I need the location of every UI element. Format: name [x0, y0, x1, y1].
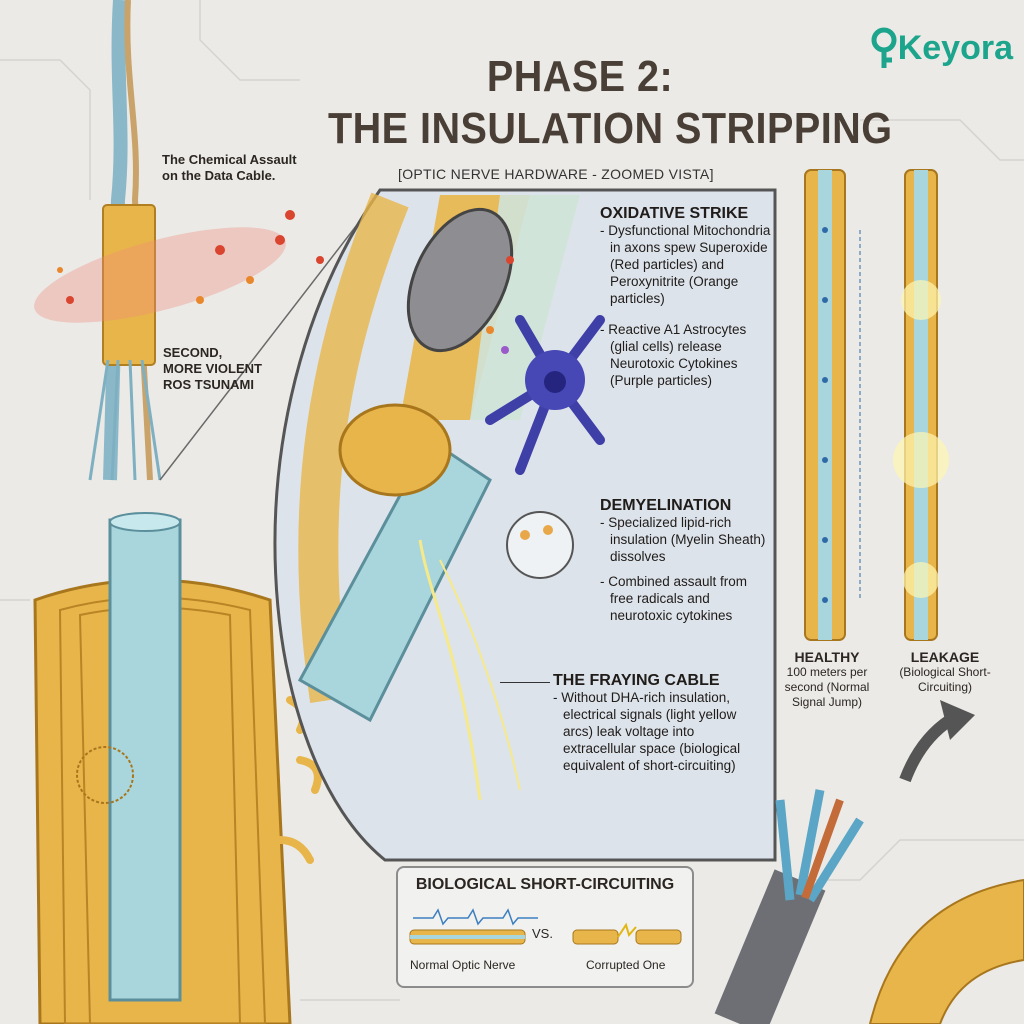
section-heading: OXIDATIVE STRIKE	[600, 205, 749, 222]
section-bullet: - Combined assault from free radicals an…	[600, 574, 748, 623]
brand-logo: Keyora	[868, 18, 1013, 78]
leakage-heading: LEAKAGE	[910, 649, 980, 665]
box-title: BIOLOGICAL SHORT-CIRCUITING	[415, 876, 675, 893]
lipid-magnifier	[506, 511, 574, 579]
frayed-wires	[714, 789, 1024, 1024]
healthy-label: HEALTHY 100 meters per second (Normal Si…	[782, 650, 872, 710]
key-icon	[871, 27, 897, 68]
section-heading: THE FRAYING CABLE	[553, 672, 720, 689]
astrocyte	[485, 315, 605, 475]
section-bullet: - Without DHA-rich insulation, electrica…	[553, 690, 741, 773]
page-title-line1: PHASE 2:	[486, 52, 674, 101]
healthy-axon	[804, 169, 861, 641]
page-title-line2: THE INSULATION STRIPPING	[328, 104, 893, 153]
logo-text: Keyora	[897, 28, 1013, 67]
normal-nerve-label: Normal Optic Nerve	[410, 958, 516, 972]
short-circuit-comparison-box: BIOLOGICAL SHORT-CIRCUITING VS. Normal O…	[396, 866, 694, 988]
oxidative-strike-section: OXIDATIVE STRIKE - Dysfunctional Mitocho…	[600, 205, 772, 389]
panel-subtitle: [OPTIC NERVE HARDWARE - ZOOMED VISTA]	[398, 166, 714, 182]
leaking-axon	[893, 169, 949, 641]
section-bullet: - Dysfunctional Mitochondria in axons sp…	[600, 223, 771, 306]
healthy-text: 100 meters per second (Normal Signal Jum…	[784, 665, 870, 709]
cross-section-cable	[33, 512, 322, 1024]
panel-illustration	[297, 192, 605, 801]
ros-tsunami-label: SECOND, MORE VIOLENT ROS TSUNAMI	[163, 345, 262, 392]
mitochondrion	[406, 207, 514, 353]
vs-label: VS.	[532, 926, 553, 941]
section-bullet: - Specialized lipid-rich insulation (Mye…	[600, 515, 766, 564]
healthy-heading: HEALTHY	[794, 649, 860, 665]
fraying-cable-section: THE FRAYING CABLE - Without DHA-rich ins…	[553, 672, 768, 774]
up-arrow-icon	[899, 715, 954, 783]
leakage-label: LEAKAGE (Biological Short-Circuiting)	[890, 650, 1000, 695]
section-bullet: - Reactive A1 Astrocytes (glial cells) r…	[600, 322, 747, 388]
nerve-comparison-graphic	[409, 908, 682, 945]
chemical-assault-caption: The Chemical Assault on the Data Cable.	[162, 152, 297, 183]
leakage-text: (Biological Short-Circuiting)	[899, 665, 991, 694]
top-data-cable	[88, 0, 162, 481]
demyelination-section: DEMYELINATION - Specialized lipid-rich i…	[600, 497, 772, 624]
ros-particles	[34, 210, 324, 323]
fraying-pointer-line	[500, 682, 550, 683]
corrupted-nerve-label: Corrupted One	[586, 958, 666, 972]
section-heading: DEMYELINATION	[600, 497, 732, 514]
